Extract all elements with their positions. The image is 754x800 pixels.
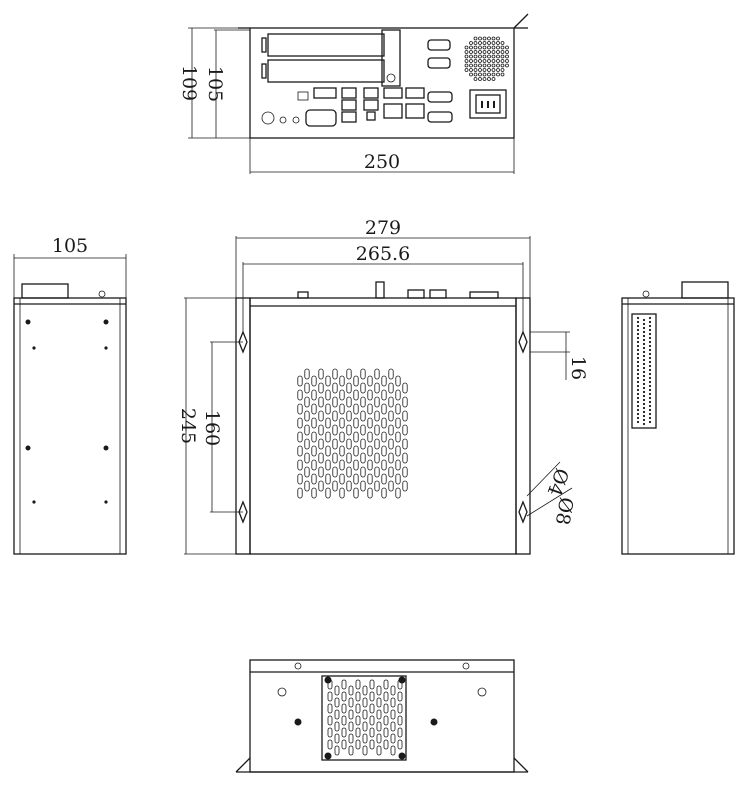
- front-panel-outline: [249, 297, 517, 555]
- rear-panel-outline: [249, 27, 515, 139]
- com-port-2: [427, 57, 451, 69]
- side-vent-holes: [636, 316, 652, 426]
- hdmi-port: [313, 87, 337, 99]
- com-port-3: [427, 91, 453, 103]
- keyhole-right-top: [518, 330, 528, 354]
- rear-vent-grid: [464, 36, 509, 81]
- bottom-view: [235, 659, 529, 773]
- usb-stack-1: [341, 87, 357, 123]
- right-side-outline: [621, 297, 735, 555]
- com-port-4: [427, 111, 453, 123]
- power-button: [261, 111, 275, 125]
- right-side-view: [621, 281, 735, 555]
- usb-stack-2: [363, 87, 379, 121]
- dim-265-6: 265.6: [356, 243, 410, 265]
- keyhole-left-top: [238, 330, 248, 354]
- dim-250: 250: [364, 151, 400, 173]
- dc-connector: [297, 91, 309, 101]
- dim-109: 109: [178, 65, 200, 101]
- dim-245: 245: [177, 408, 199, 444]
- dim-160: 160: [201, 410, 223, 446]
- vga-port: [305, 109, 337, 127]
- dim-diameter-4: Ø4: [543, 465, 573, 499]
- lan-ports: [383, 87, 425, 119]
- keyhole-left-bottom: [238, 500, 248, 524]
- power-inlet: [469, 89, 507, 119]
- keyhole-right-bottom: [518, 500, 528, 524]
- dim-diameter-8: Ø8: [551, 496, 577, 527]
- left-side-outline: [13, 297, 127, 555]
- dim-105-side: 105: [52, 235, 88, 257]
- bottom-panel-outline: [249, 659, 515, 773]
- front-view: [184, 236, 573, 555]
- top-knob: [375, 281, 385, 299]
- pci-slot-1: [267, 33, 385, 57]
- bottom-vent-pattern: [327, 679, 403, 756]
- left-side-view: [13, 254, 127, 555]
- right-side-bracket: [681, 281, 729, 299]
- top-view-rear-panel: [188, 13, 529, 174]
- left-mounting-ear: [235, 297, 251, 555]
- left-side-bracket: [21, 283, 69, 299]
- dim-16: 16: [567, 356, 589, 380]
- bottom-vent-block: [321, 675, 407, 761]
- com-port-1: [427, 39, 451, 51]
- front-vent-pattern: [297, 368, 408, 499]
- pci-slot-2: [267, 59, 385, 83]
- slot-bracket-clamp: [381, 29, 401, 87]
- side-vent-block: [631, 313, 657, 429]
- dim-279: 279: [365, 217, 401, 239]
- dim-105-top: 105: [204, 66, 226, 102]
